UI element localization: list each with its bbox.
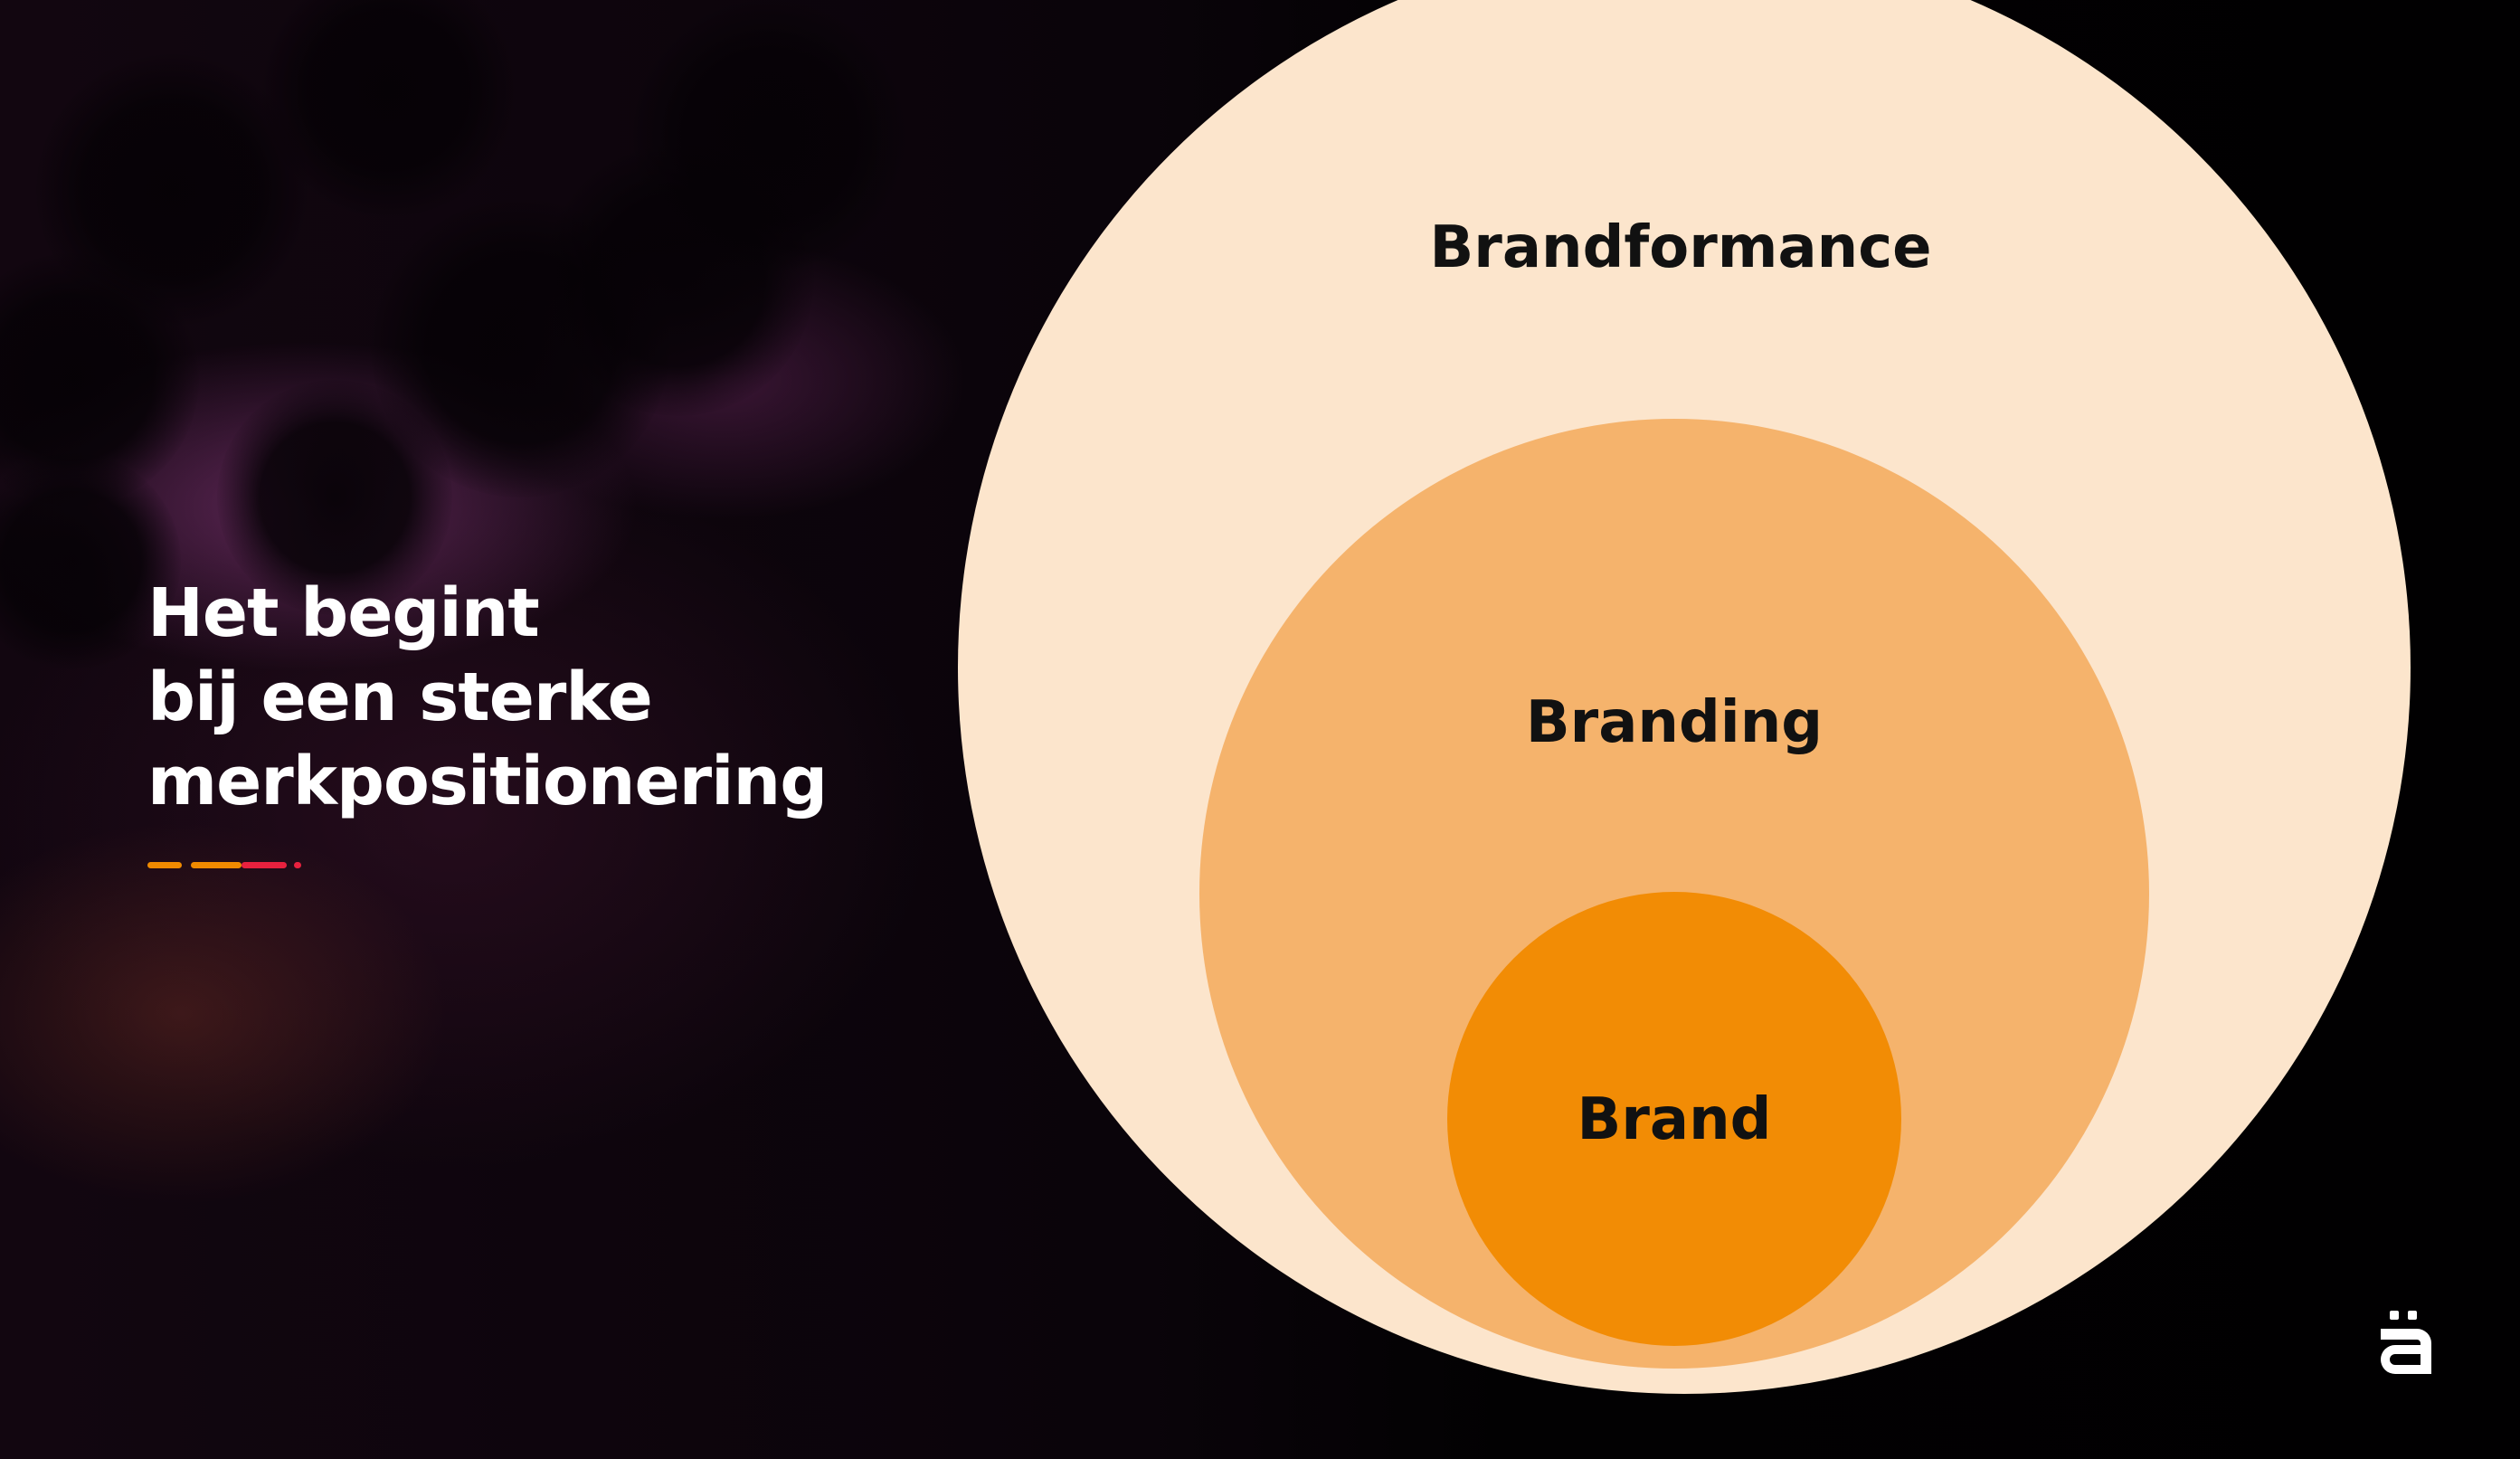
headline-line-3: merkpositionering [147,743,828,820]
logo-letter-a [2381,1329,2431,1374]
label-brandformance: Brandformance [1429,214,1931,281]
accent-dash [242,862,287,868]
label-brand: Brand [1577,1086,1772,1153]
circle-brand [1447,892,1901,1346]
bokeh-blob [0,452,181,669]
accent-dash [191,862,242,868]
logo-dot-left [2390,1311,2399,1320]
bokeh-blob [217,380,452,615]
accent-dash-divider [147,862,310,869]
label-branding: Branding [1526,689,1823,756]
accent-dash [294,862,301,868]
accent-dash [147,862,182,868]
bokeh-blob [633,0,905,271]
headline-line-2: bij een sterke [147,658,653,736]
logo-dot-right [2408,1311,2417,1320]
a-umlaut-logo-icon [2381,1311,2431,1374]
headline-line-1: Het begint [147,574,540,652]
headline: Het begint bij een sterke merkpositioner… [147,572,828,824]
